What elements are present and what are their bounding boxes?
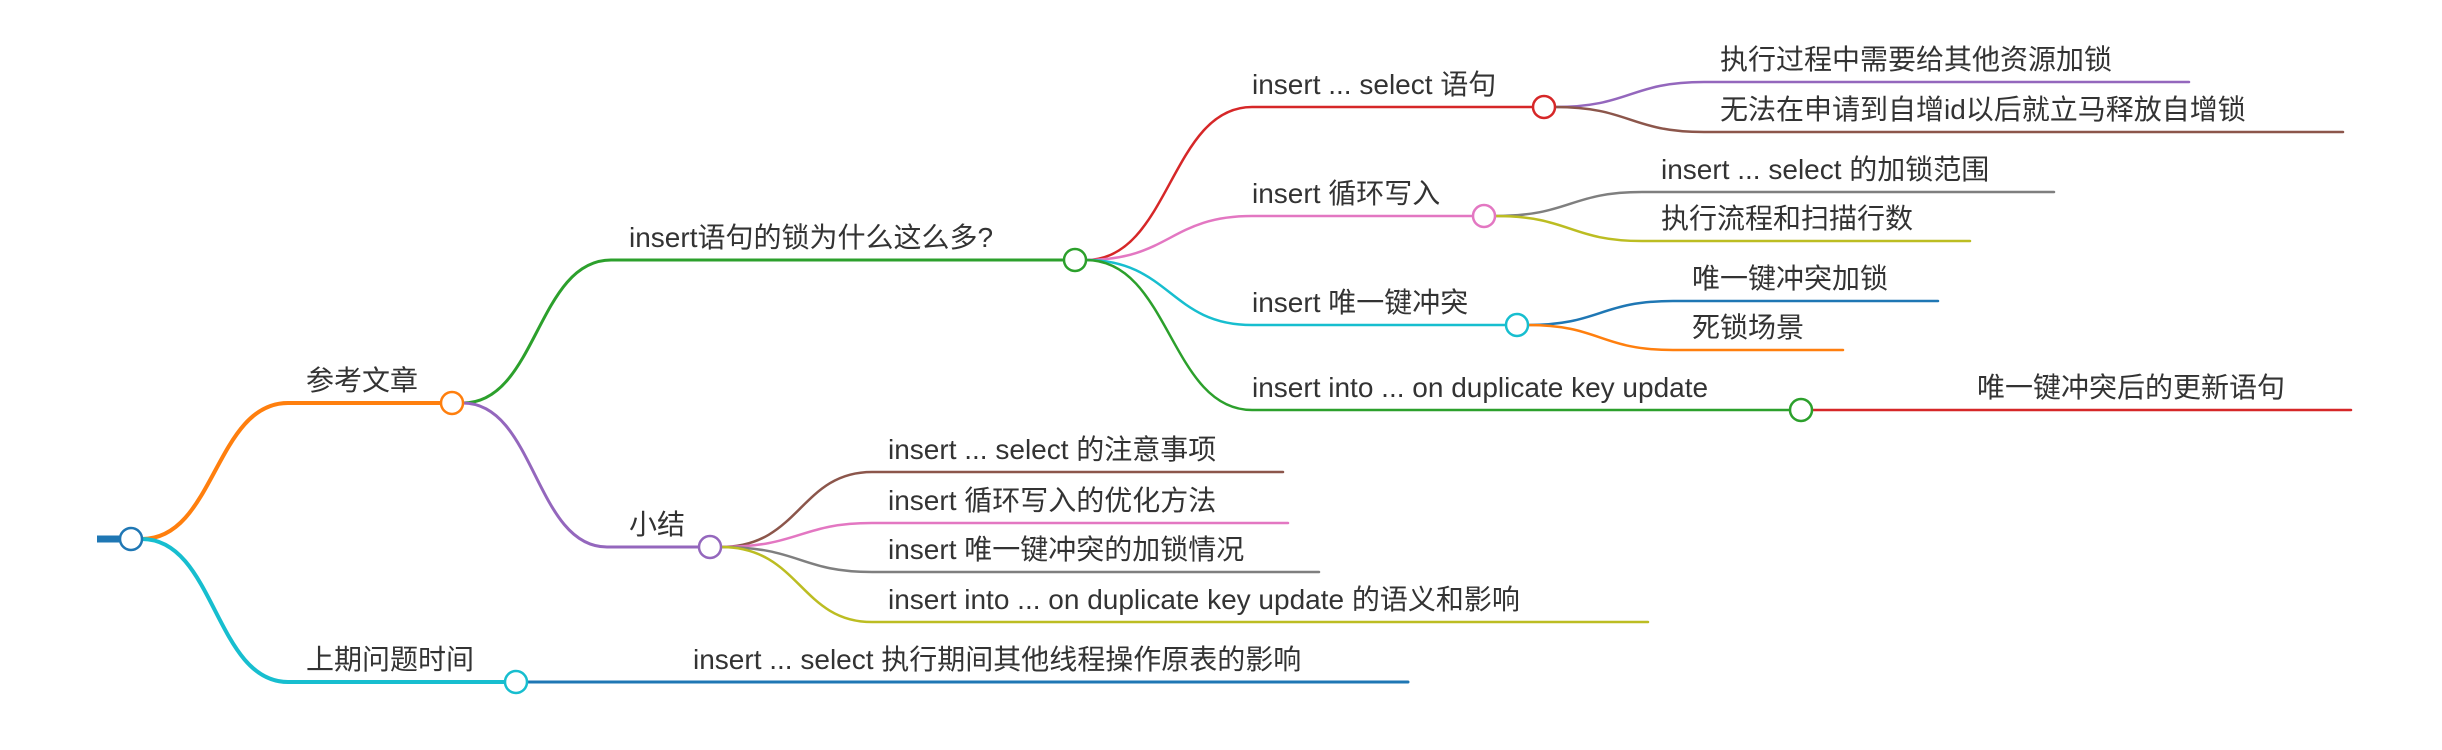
edge-summary-2 bbox=[719, 521, 1290, 549]
last-question-node-toggle[interactable] bbox=[503, 669, 529, 695]
node-insert-loop[interactable]: insert 循环写入 bbox=[1252, 178, 1441, 209]
edge-summary-4 bbox=[719, 545, 1650, 624]
root-node-toggle[interactable] bbox=[118, 526, 144, 552]
node-insert-select[interactable]: insert ... select 语句 bbox=[1252, 69, 1497, 100]
edge-summary bbox=[461, 401, 701, 549]
edge-insert-loop bbox=[1084, 214, 1475, 262]
node-insert-unique[interactable]: insert 唯一键冲突 bbox=[1252, 287, 1469, 318]
edge-select-2 bbox=[1553, 105, 2345, 134]
node-last-question[interactable]: 上期问题时间 bbox=[306, 644, 475, 675]
node-unique-child-2[interactable]: 死锁场景 bbox=[1692, 312, 1805, 343]
summary-node-toggle[interactable] bbox=[697, 534, 723, 560]
node-select-child-1[interactable]: 执行过程中需要给其他资源加锁 bbox=[1720, 44, 2113, 75]
edge-insert-on-dup bbox=[1084, 258, 1792, 412]
node-unique-child-1[interactable]: 唯一键冲突加锁 bbox=[1692, 263, 1889, 294]
node-summary-child-3[interactable]: insert 唯一键冲突的加锁情况 bbox=[888, 534, 1245, 565]
edge-select-1 bbox=[1553, 80, 2191, 109]
node-why-so-many-locks[interactable]: insert语句的锁为什么这么多? bbox=[629, 222, 994, 253]
node-summary-child-1[interactable]: insert ... select 的注意事项 bbox=[888, 434, 1217, 465]
node-summary-child-2[interactable]: insert 循环写入的优化方法 bbox=[888, 485, 1217, 516]
insert-unique-node-toggle[interactable] bbox=[1504, 312, 1530, 338]
insert-loop-node-toggle[interactable] bbox=[1471, 203, 1497, 229]
node-on-dup-child-1[interactable]: 唯一键冲突后的更新语句 bbox=[1977, 372, 2286, 403]
edge-loop-2 bbox=[1493, 214, 1972, 243]
edge-summary-1 bbox=[719, 470, 1285, 549]
edge-summary-3 bbox=[719, 545, 1321, 574]
node-loop-child-1[interactable]: insert ... select 的加锁范围 bbox=[1661, 154, 1990, 185]
edge-root-last-question bbox=[140, 537, 507, 684]
insert-on-dup-node-toggle[interactable] bbox=[1788, 397, 1814, 423]
edge-unique-2 bbox=[1526, 323, 1845, 352]
node-loop-child-2[interactable]: 执行流程和扫描行数 bbox=[1661, 203, 1914, 234]
edge-unique-1 bbox=[1526, 299, 1940, 327]
node-references[interactable]: 参考文章 bbox=[306, 365, 419, 396]
edge-insert-unique bbox=[1084, 258, 1508, 327]
why-locks-node-toggle[interactable] bbox=[1062, 247, 1088, 273]
references-node-toggle[interactable] bbox=[439, 390, 465, 416]
node-summary[interactable]: 小结 bbox=[629, 509, 686, 540]
edge-why-so-many-locks bbox=[461, 258, 1066, 405]
node-select-child-2[interactable]: 无法在申请到自增id以后就立马释放自增锁 bbox=[1720, 94, 2246, 125]
edge-insert-select bbox=[1084, 105, 1535, 262]
node-summary-child-4[interactable]: insert into ... on duplicate key update … bbox=[888, 584, 1520, 615]
edge-loop-1 bbox=[1493, 190, 2056, 218]
edge-root-references bbox=[140, 401, 443, 541]
insert-select-node-toggle[interactable] bbox=[1531, 94, 1557, 120]
node-insert-on-dup[interactable]: insert into ... on duplicate key update bbox=[1252, 372, 1709, 403]
node-last-question-child-1[interactable]: insert ... select 执行期间其他线程操作原表的影响 bbox=[693, 644, 1302, 675]
